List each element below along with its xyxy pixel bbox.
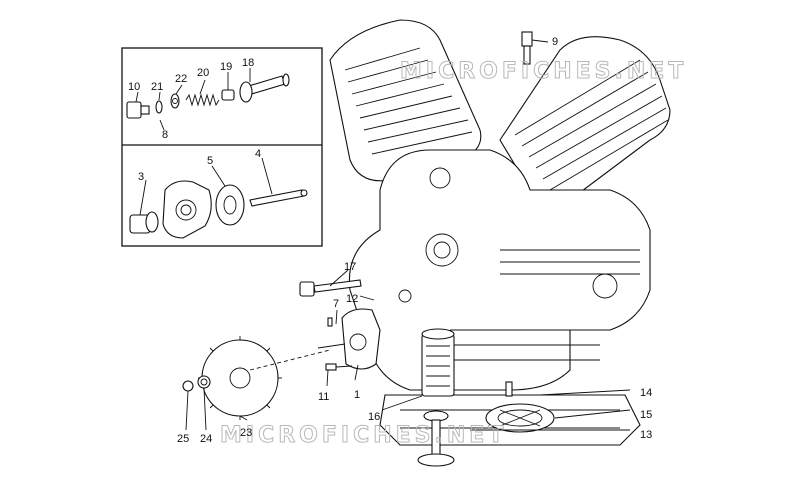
callout-14: 14 (640, 387, 652, 399)
callout-9: 9 (552, 36, 558, 48)
callout-labels: 1 3 4 5 7 8 9 10 11 12 13 14 15 16 17 18… (128, 36, 652, 445)
callout-20: 20 (197, 67, 209, 79)
callout-18: 18 (242, 57, 254, 69)
callout-13: 13 (640, 429, 652, 441)
oil-pump-assembly (129, 157, 308, 239)
callout-16: 16 (368, 411, 380, 423)
callout-4: 4 (255, 148, 261, 160)
callout-8: 8 (162, 129, 168, 141)
callout-17: 17 (344, 261, 356, 273)
leader-lines (185, 269, 631, 431)
callout-24: 24 (200, 433, 212, 445)
callout-3: 3 (138, 171, 144, 183)
callout-10: 10 (128, 81, 140, 93)
watermark-bottom: MICROFICHES.NET (220, 423, 507, 448)
callout-11: 11 (318, 391, 329, 403)
pump-cover (299, 279, 381, 371)
callout-15: 15 (640, 409, 652, 421)
callout-21: 21 (151, 81, 163, 93)
callout-1: 1 (354, 389, 360, 401)
oil-strainer (485, 381, 555, 433)
callout-19: 19 (220, 61, 232, 73)
callout-7: 7 (333, 298, 339, 310)
inset-box (121, 47, 323, 247)
callout-22: 22 (175, 73, 187, 85)
oil-pressure-sensor (521, 31, 549, 65)
callout-5: 5 (207, 155, 213, 167)
callout-25: 25 (177, 433, 189, 445)
callout-23: 23 (240, 427, 252, 439)
relief-valve-assembly (126, 68, 290, 131)
engine-block (329, 19, 671, 446)
watermark-top: MICROFICHES.NET (400, 59, 687, 84)
oil-filter (417, 328, 455, 467)
callout-12: 12 (346, 293, 358, 305)
